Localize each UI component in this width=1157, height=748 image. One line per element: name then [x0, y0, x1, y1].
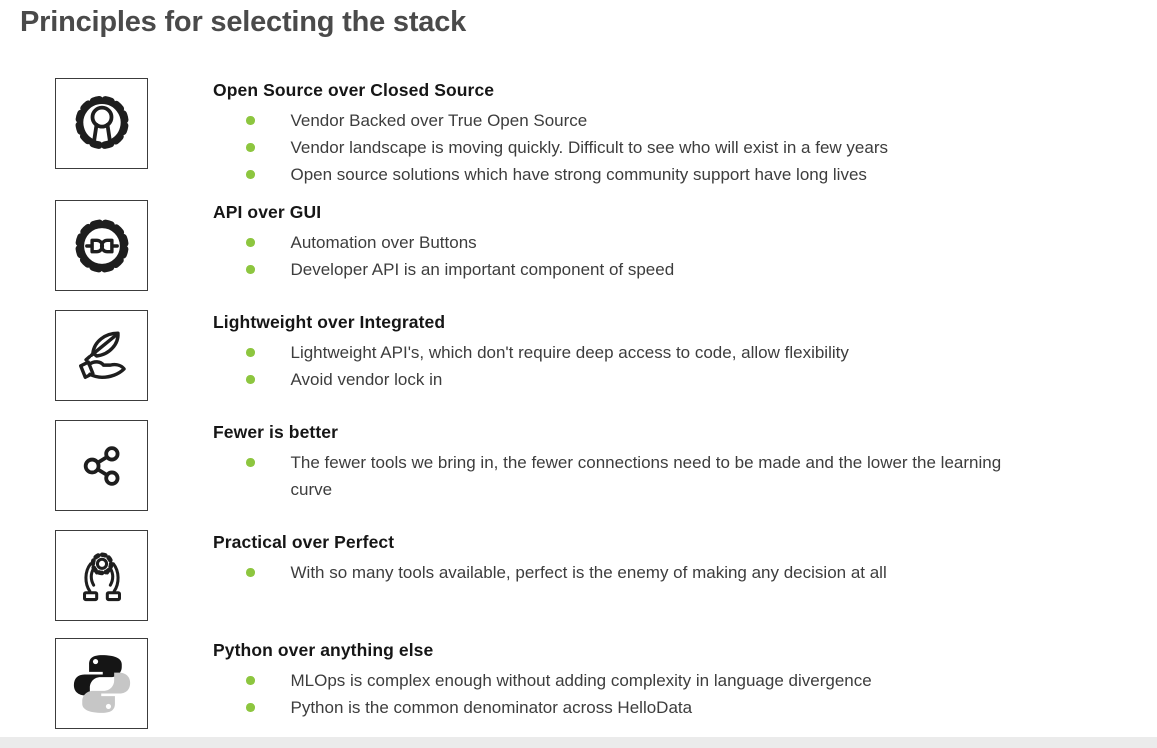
bullet-item: Avoid vendor lock in: [213, 366, 849, 393]
bullet-item: Automation over Buttons: [213, 229, 674, 256]
icon-box: [55, 200, 148, 291]
principle-section: Fewer is better The fewer tools we bring…: [55, 420, 1142, 511]
bullet-list: Lightweight API's, which don't require d…: [213, 339, 849, 393]
section-content: Fewer is better The fewer tools we bring…: [213, 420, 1028, 503]
icon-box: [55, 310, 148, 401]
section-content: Practical over Perfect With so many tool…: [213, 530, 887, 586]
bullet-item: Open source solutions which have strong …: [213, 161, 888, 188]
principle-section: API over GUI Automation over Buttons Dev…: [55, 200, 1142, 291]
bullet-text: Vendor Backed over True Open Source: [290, 111, 588, 130]
bullet-dot-icon: [246, 265, 255, 274]
section-heading: Python over anything else: [213, 640, 434, 660]
section-content: Python over anything else MLOps is compl…: [213, 638, 872, 721]
bullet-dot-icon: [246, 676, 255, 685]
open-source-icon: [74, 95, 129, 149]
section-heading: Open Source over Closed Source: [213, 80, 495, 100]
page-title: Principles for selecting the stack: [20, 6, 467, 38]
icon-box: [55, 420, 148, 511]
bullet-list: Automation over Buttons Developer API is…: [213, 229, 674, 283]
bullet-list: With so many tools available, perfect is…: [213, 559, 887, 586]
principle-section: Open Source over Closed Source Vendor Ba…: [55, 78, 1142, 188]
bullet-list: MLOps is complex enough without adding c…: [213, 667, 872, 721]
bullet-text: MLOps is complex enough without adding c…: [290, 671, 872, 690]
bullet-dot-icon: [246, 143, 255, 152]
bullet-dot-icon: [246, 116, 255, 125]
principle-section: Lightweight over Integrated Lightweight …: [55, 310, 1142, 401]
bullet-item: With so many tools available, perfect is…: [213, 559, 887, 586]
bullet-dot-icon: [246, 568, 255, 577]
bullet-text: Avoid vendor lock in: [290, 370, 443, 389]
bullet-dot-icon: [246, 458, 255, 467]
bullet-text: Open source solutions which have strong …: [290, 165, 867, 184]
bullet-list: The fewer tools we bring in, the fewer c…: [213, 449, 1028, 503]
principle-section: Practical over Perfect With so many tool…: [55, 530, 1142, 621]
bullet-dot-icon: [246, 375, 255, 384]
section-content: API over GUI Automation over Buttons Dev…: [213, 200, 674, 283]
bullet-item: Lightweight API's, which don't require d…: [213, 339, 849, 366]
api-gear-icon: [74, 218, 129, 273]
section-content: Open Source over Closed Source Vendor Ba…: [213, 78, 888, 188]
bullet-dot-icon: [246, 348, 255, 357]
python-icon: [73, 654, 130, 713]
hands-gear-icon: [82, 551, 121, 601]
section-content: Lightweight over Integrated Lightweight …: [213, 310, 849, 393]
section-heading: API over GUI: [213, 202, 322, 222]
bullet-text: Python is the common denominator across …: [290, 698, 693, 717]
icon-box: [55, 638, 148, 729]
bullet-text: Vendor landscape is moving quickly. Diff…: [290, 138, 888, 157]
icon-box: [55, 78, 148, 169]
bullet-text: Lightweight API's, which don't require d…: [290, 343, 849, 362]
section-heading: Lightweight over Integrated: [213, 312, 446, 332]
bullet-dot-icon: [246, 238, 255, 247]
footer-bar: [0, 737, 1157, 748]
bullet-dot-icon: [246, 703, 255, 712]
bullet-item: Vendor Backed over True Open Source: [213, 107, 888, 134]
bullet-item: Developer API is an important component …: [213, 256, 674, 283]
bullet-text: Automation over Buttons: [290, 233, 477, 252]
bullet-item: The fewer tools we bring in, the fewer c…: [213, 449, 1028, 503]
bullet-item: Python is the common denominator across …: [213, 694, 872, 721]
bullet-text: The fewer tools we bring in, the fewer c…: [290, 453, 1002, 499]
section-heading: Fewer is better: [213, 422, 339, 442]
principle-section: Python over anything else MLOps is compl…: [55, 638, 1142, 729]
bullet-text: Developer API is an important component …: [290, 260, 675, 279]
feather-hand-icon: [78, 330, 126, 379]
icon-box: [55, 530, 148, 621]
share-network-icon: [83, 445, 119, 486]
bullet-text: With so many tools available, perfect is…: [290, 563, 887, 582]
bullet-item: Vendor landscape is moving quickly. Diff…: [213, 134, 888, 161]
bullet-list: Vendor Backed over True Open Source Vend…: [213, 107, 888, 188]
section-heading: Practical over Perfect: [213, 532, 395, 552]
bullet-dot-icon: [246, 170, 255, 179]
bullet-item: MLOps is complex enough without adding c…: [213, 667, 872, 694]
